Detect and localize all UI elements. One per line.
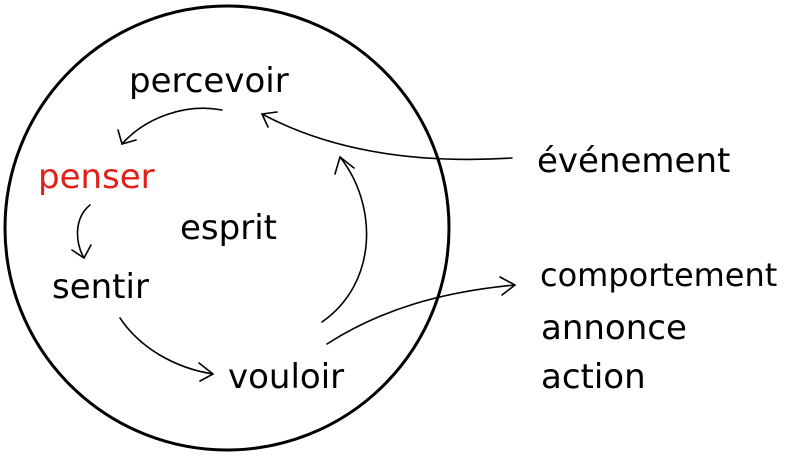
arrowhead-sentir-to-vouloir <box>198 362 214 382</box>
label-vouloir: vouloir <box>228 357 344 397</box>
arrowhead-percevoir-to-penser <box>117 129 137 145</box>
label-percevoir: percevoir <box>129 61 289 101</box>
arrowhead-vouloir-to-percevoir <box>334 156 355 175</box>
label-esprit: esprit <box>180 208 277 248</box>
arrowhead-penser-to-sentir <box>71 244 92 259</box>
label-sentir: sentir <box>52 267 149 307</box>
arrowhead-vouloir-to-comportement <box>499 276 516 296</box>
arrow-evenement-to-percevoir <box>261 113 513 161</box>
arrow-sentir-to-vouloir <box>119 317 214 375</box>
label-penser: penser <box>38 157 155 197</box>
arrow-percevoir-to-penser <box>121 107 223 145</box>
arrow-vouloir-to-percevoir <box>321 156 368 323</box>
mind-circle <box>3 4 451 452</box>
label-action: action <box>541 357 646 397</box>
arrow-penser-to-sentir <box>76 204 91 259</box>
label-annonce: annonce <box>541 308 687 348</box>
arrow-vouloir-to-comportement <box>326 284 516 345</box>
label-comportement: comportement <box>540 256 777 294</box>
arrowhead-evenement-to-percevoir <box>261 111 278 128</box>
label-evenement: événement <box>537 141 730 181</box>
